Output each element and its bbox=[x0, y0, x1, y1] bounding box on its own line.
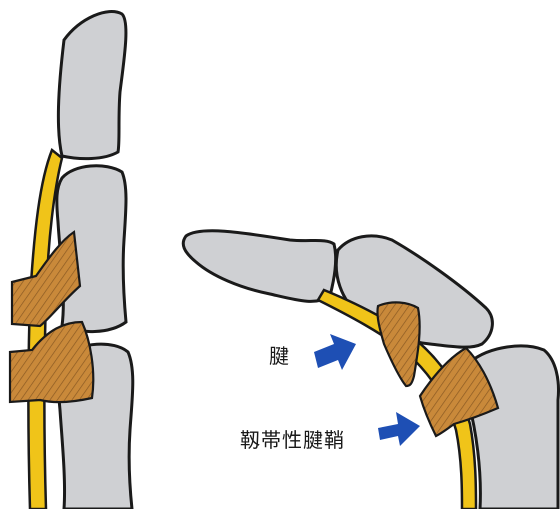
straight-finger bbox=[10, 12, 133, 509]
tendon-arrow-icon bbox=[314, 334, 356, 370]
sheath-arrow-icon bbox=[378, 412, 420, 446]
sheath-upper-bent bbox=[377, 302, 419, 386]
distal-phalanx-bent bbox=[183, 231, 335, 302]
bent-finger bbox=[183, 231, 558, 509]
sheath-lower-straight bbox=[10, 322, 93, 402]
ligamentous-sheath-label: 靱帯性腱鞘 bbox=[240, 424, 345, 453]
distal-phalanx-straight bbox=[58, 12, 126, 159]
tendon-label: 腱 bbox=[269, 340, 290, 369]
